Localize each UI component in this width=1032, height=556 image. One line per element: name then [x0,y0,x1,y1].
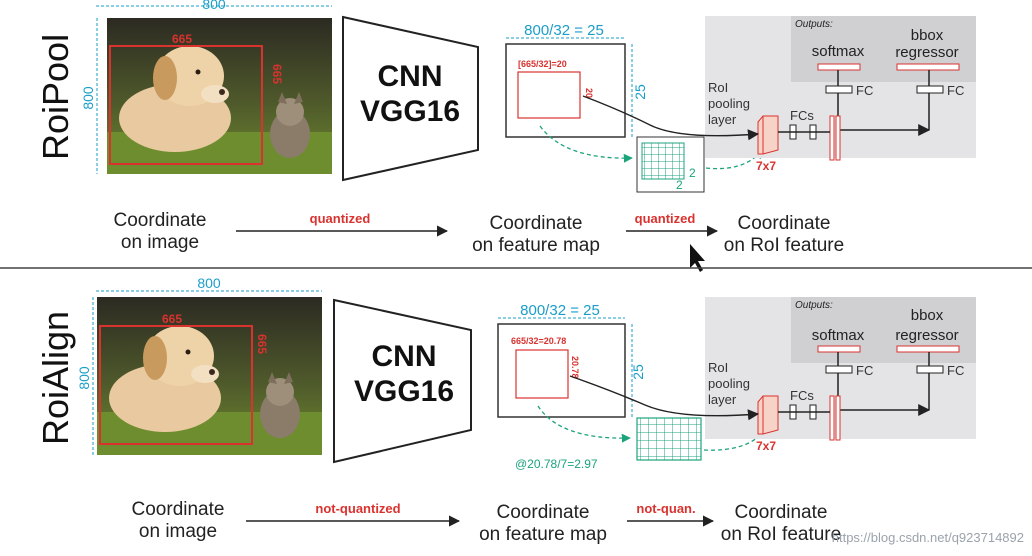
fc-label-b-2: FC [947,363,964,378]
flow-not-quantized-1: not-quantized [315,501,400,516]
softmax-label: softmax [812,43,865,60]
image-height-label: 800 [80,86,96,110]
softmax-label-2: softmax [812,327,865,344]
roi-on-feature-map [517,71,581,119]
fc-label-a: FC [856,83,873,98]
flow-image-2: on image [121,232,199,253]
roi-feature-calc: [665/32]=20 [518,59,567,69]
pool-size-2: 7x7 [756,439,776,453]
roi-box [109,45,263,165]
roi-pool-text-1: RoI [708,80,728,95]
grid-note-a: 2 [689,166,696,180]
fc-box-a [825,85,853,94]
flow-image-1-2: Coordinate [132,499,225,520]
flow-quantized-1: quantized [310,211,371,226]
pooling-grid [641,142,685,180]
image-width-label: 800 [202,0,226,12]
outputs-label-2: Outputs: [795,300,833,311]
roi-pool-text-3-2: layer [708,392,737,407]
cnn-label-2: CNN [372,340,437,373]
roipool-title: RoiPool [35,34,76,160]
flow-not-quantized-2: not-quan. [636,501,695,516]
flow-quantized-2: quantized [635,211,696,226]
image-height-label-2: 800 [76,366,92,390]
feature-map-size-2: 800/32 = 25 [520,302,600,319]
watermark: https://blog.csdn.net/q923714892 [832,530,1024,545]
roi-pool-text-3: layer [708,112,737,127]
flow-feature-2-2: on feature map [479,524,607,545]
dog-cat-photo-2 [97,297,322,455]
feature-map-side-2: 25 [630,364,646,380]
fc-box-b [916,85,944,94]
flow-roi-1-2: Coordinate [735,502,828,523]
roi-pool-cube-2 [757,395,779,435]
roipool-section: RoiPool 800 800 665 665 CNN VGG16 [35,0,976,272]
roialign-section: RoiAlign 800 800 665 665 CNN VGG16 800/3… [35,275,976,545]
feature-map-size: 800/32 = 25 [524,22,604,39]
softmax-bar-2 [817,345,861,353]
bbox-label-2: bbox [911,307,944,324]
fcs-label-2: FCs [790,388,814,403]
pooling-grid-2 [636,417,702,461]
regressor-label-2: regressor [895,327,958,344]
flow-roi-1: Coordinate [738,213,831,234]
grid-note: @20.78/7=2.97 [515,457,598,471]
flow-feature-1-2: Coordinate [497,502,590,523]
flow-image-1: Coordinate [114,210,207,231]
regressor-label: regressor [895,44,958,61]
flow-feature-1: Coordinate [490,213,583,234]
roialign-title: RoiAlign [35,311,76,445]
flow-image-2-2: on image [139,521,217,542]
cnn-block [342,15,479,182]
cnn-label: CNN [378,60,443,93]
roi-width-label: 665 [172,32,192,46]
flow-roi-2: on RoI feature [724,235,844,256]
roi-on-feature-map-2 [515,349,569,399]
fc-label-a-2: FC [856,363,873,378]
roi-pool-cube [757,115,779,155]
fc-box-a-2 [825,365,853,374]
roi-pool-text-2-2: pooling [708,376,750,391]
outputs-label: Outputs: [795,19,833,30]
softmax-bar [817,63,861,71]
roi-box-2 [99,325,253,445]
cnn-block-2 [333,298,472,464]
roi-feature-calc-2: 665/32=20.78 [511,336,566,346]
image-width-label-2: 800 [197,275,221,291]
roi-height-label: 665 [270,64,284,84]
roi-pool-text-1-2: RoI [708,360,728,375]
flow-roi-2-2: on RoI feature [721,524,841,545]
roi-feature-side-2: 20.78 [570,356,580,379]
grid-note-b: 2 [676,178,683,192]
outputs-panel [791,16,976,82]
bbox-bar-2 [896,345,960,353]
pool-size: 7x7 [756,159,776,173]
bbox-bar [896,63,960,71]
fcs-label: FCs [790,108,814,123]
bbox-label: bbox [911,27,944,44]
roi-width-label-2: 665 [162,312,182,326]
fc-box-b-2 [916,365,944,374]
vgg16-label: VGG16 [360,95,460,128]
roi-feature-side: 20 [584,88,594,98]
flow-feature-2: on feature map [472,235,600,256]
fc-label-b: FC [947,83,964,98]
mouse-cursor-icon [690,244,705,272]
roi-height-label-2: 665 [255,334,269,354]
dog-cat-photo [107,18,332,174]
vgg16-label-2: VGG16 [354,375,454,408]
feature-map-side: 25 [632,84,648,100]
roi-pool-text-2: pooling [708,96,750,111]
